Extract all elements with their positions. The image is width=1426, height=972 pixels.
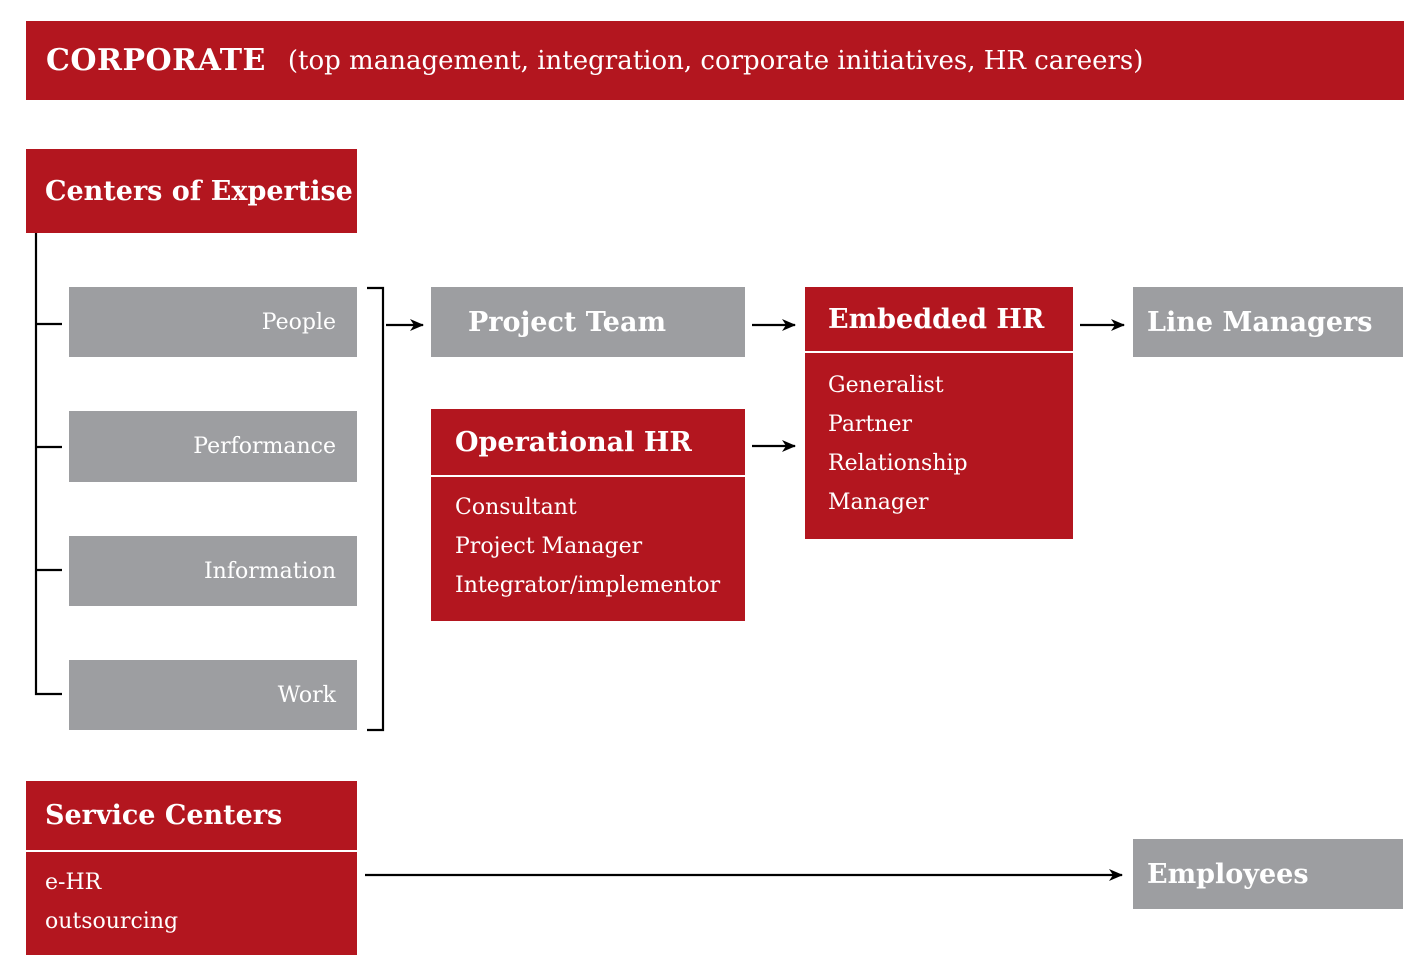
- embedded-hr-box: Embedded HR Generalist Partner Relations…: [805, 287, 1073, 539]
- operational-hr-box: Operational HR Consultant Project Manage…: [431, 409, 745, 621]
- list-item: Relationship: [828, 451, 968, 476]
- project-team-box: Project Team: [431, 287, 745, 357]
- expertise-item-performance: Performance: [69, 411, 357, 482]
- expertise-item-label: Performance: [193, 434, 336, 459]
- employees-title: Employees: [1147, 858, 1309, 890]
- expertise-item-information: Information: [69, 536, 357, 606]
- corporate-subtitle: (top management, integration, corporate …: [287, 45, 1144, 76]
- expertise-tree-line: [34, 233, 62, 696]
- list-item: Generalist: [828, 373, 944, 398]
- embedded-hr-list: Generalist Partner Relationship Manager: [805, 353, 1073, 522]
- service-centers-list: e-HR outsourcing: [26, 852, 357, 941]
- service-centers-box: Service Centers e-HR outsourcing: [26, 781, 357, 955]
- expertise-item-label: Work: [277, 682, 336, 708]
- list-item: Partner: [828, 412, 912, 437]
- line-managers-box: Line Managers: [1133, 287, 1403, 357]
- line-managers-title: Line Managers: [1147, 306, 1373, 338]
- operational-hr-title-text: Operational HR: [455, 426, 692, 458]
- list-item: Consultant: [455, 495, 577, 520]
- list-item: e-HR: [45, 870, 102, 895]
- service-centers-title-text: Service Centers: [45, 800, 283, 831]
- operational-hr-title: Operational HR: [431, 409, 745, 477]
- service-centers-title: Service Centers: [26, 781, 357, 852]
- expertise-bracket: [367, 286, 385, 732]
- list-item: Project Manager: [455, 534, 643, 559]
- embedded-hr-title: Embedded HR: [805, 287, 1073, 353]
- centers-of-expertise-box: Centers of Expertise: [26, 149, 357, 233]
- corporate-title: CORPORATE: [46, 43, 266, 78]
- list-item: outsourcing: [45, 909, 179, 934]
- list-item: Manager: [828, 490, 929, 515]
- employees-box: Employees: [1133, 839, 1403, 909]
- expertise-item-label: Information: [203, 558, 336, 584]
- expertise-item-work: Work: [69, 660, 357, 730]
- embedded-hr-title-text: Embedded HR: [828, 303, 1045, 335]
- expertise-item-people: People: [69, 287, 357, 357]
- centers-of-expertise-title: Centers of Expertise: [45, 175, 353, 207]
- operational-hr-list: Consultant Project Manager Integrator/im…: [431, 477, 745, 605]
- expertise-item-label: People: [261, 309, 336, 335]
- project-team-title: Project Team: [468, 306, 667, 338]
- list-item: Integrator/implementor: [455, 573, 721, 598]
- corporate-banner: CORPORATE (top management, integration, …: [26, 21, 1404, 100]
